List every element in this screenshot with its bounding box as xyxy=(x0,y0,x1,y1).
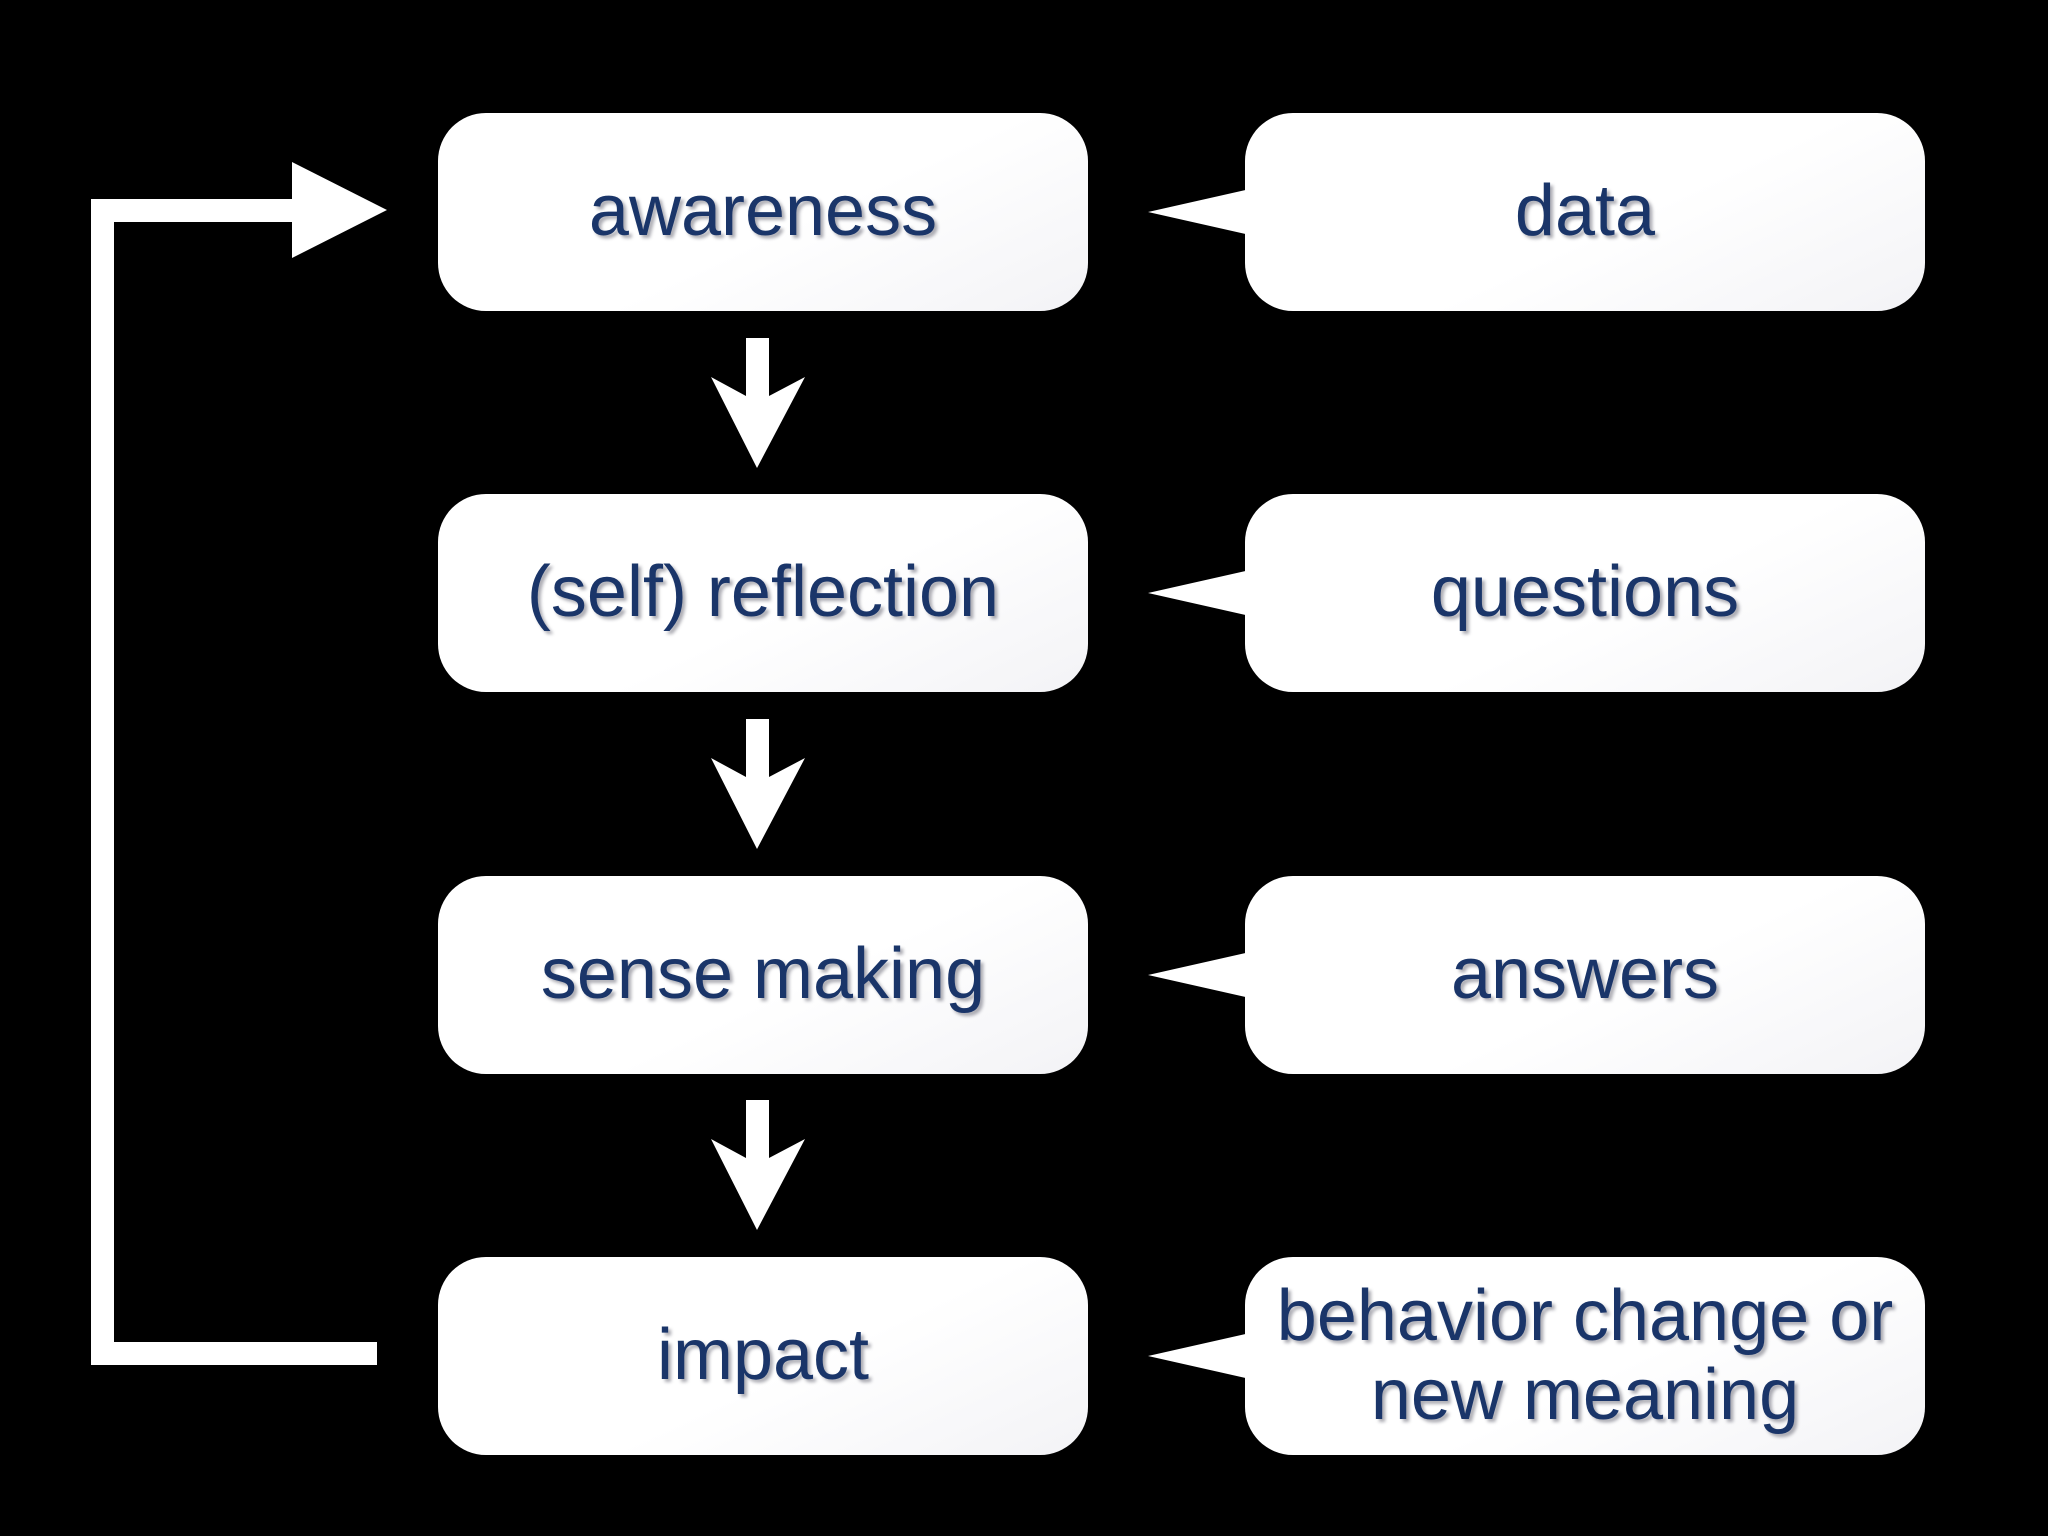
stage-label: sense making xyxy=(540,934,986,1015)
callout-tail-left-icon xyxy=(1148,1333,1250,1379)
callout-tail-left-icon xyxy=(1148,952,1250,998)
stage-box-sense-making: sense making xyxy=(438,876,1088,1074)
callout-questions: questions xyxy=(1148,494,1925,692)
callout-data: data xyxy=(1148,113,1925,311)
down-arrow-icon xyxy=(711,719,805,849)
callout-tail-left-icon xyxy=(1148,570,1250,616)
stage-box-awareness: awareness xyxy=(438,113,1088,311)
stage-label: awareness xyxy=(588,171,938,252)
callout-behavior-change: behavior change or new meaning xyxy=(1148,1257,1925,1455)
callout-answers: answers xyxy=(1148,876,1925,1074)
stage-box-impact: impact xyxy=(438,1257,1088,1455)
stage-box-self-reflection: (self) reflection xyxy=(438,494,1088,692)
down-arrow-icon xyxy=(711,1100,805,1230)
callout-label: data xyxy=(1514,171,1656,252)
callout-label: questions xyxy=(1430,552,1740,633)
stage-label: impact xyxy=(656,1315,870,1396)
loop-back-arrow-icon xyxy=(91,162,387,1365)
stage-label: (self) reflection xyxy=(526,552,1000,633)
callout-tail-left-icon xyxy=(1148,189,1250,235)
callout-label: answers xyxy=(1450,934,1720,1015)
down-arrow-icon xyxy=(711,338,805,468)
callout-label: behavior change or new meaning xyxy=(1276,1275,1894,1435)
